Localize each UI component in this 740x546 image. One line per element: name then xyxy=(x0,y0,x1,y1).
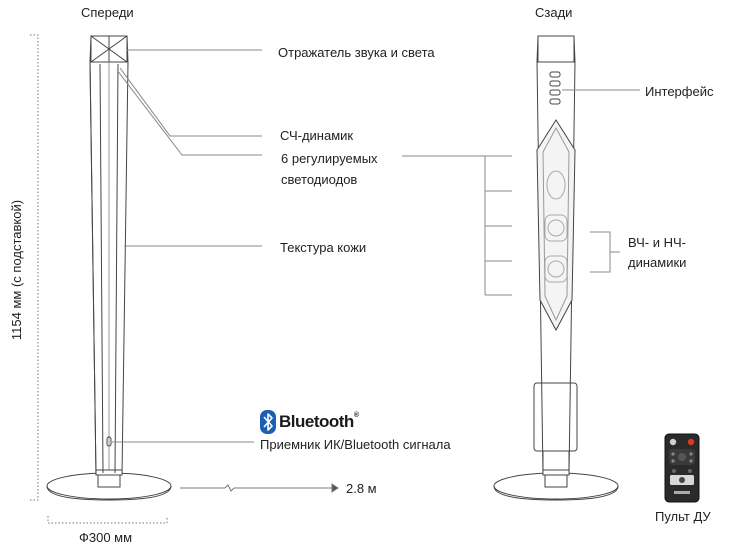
back-speaker xyxy=(493,35,619,501)
dimension-marks xyxy=(30,34,339,524)
bluetooth-brand-text: Bluetooth® xyxy=(279,412,359,431)
front-view-label: Спереди xyxy=(81,5,134,20)
leather-label: Текстура кожи xyxy=(280,240,367,255)
leader-lines xyxy=(112,49,640,443)
woofer-1 xyxy=(544,214,568,242)
height-dimension-label: 1154 мм (с подставкой) xyxy=(9,200,24,340)
reflector-label: Отражатель звука и света xyxy=(278,45,435,60)
remote-label: Пульт ДУ xyxy=(655,509,711,524)
back-view-label: Сзади xyxy=(535,5,573,20)
distance-label: 2.8 м xyxy=(346,481,377,496)
bluetooth-icon xyxy=(260,410,276,434)
tweeter xyxy=(546,170,566,200)
back-interface-buttons xyxy=(549,71,561,105)
hf-lf-speakers-label: ВЧ- и НЧ-динамики xyxy=(628,235,687,270)
back-grille xyxy=(536,119,576,332)
bluetooth-logo: Bluetooth® xyxy=(260,410,359,434)
remote-control-icon xyxy=(664,433,700,503)
interface-label: Интерфейс xyxy=(645,84,714,99)
leds-label: 6 регулируемых светодиодов xyxy=(281,151,378,187)
back-lower-panel xyxy=(533,382,578,452)
front-ir-receiver xyxy=(106,436,112,447)
receiver-label: Приемник ИК/Bluetooth сигнала xyxy=(260,437,451,452)
woofer-2 xyxy=(544,255,568,283)
diameter-label: Ф300 мм xyxy=(79,530,133,545)
mid-speaker-label: СЧ-динамик xyxy=(280,128,354,143)
front-speaker xyxy=(46,35,172,501)
